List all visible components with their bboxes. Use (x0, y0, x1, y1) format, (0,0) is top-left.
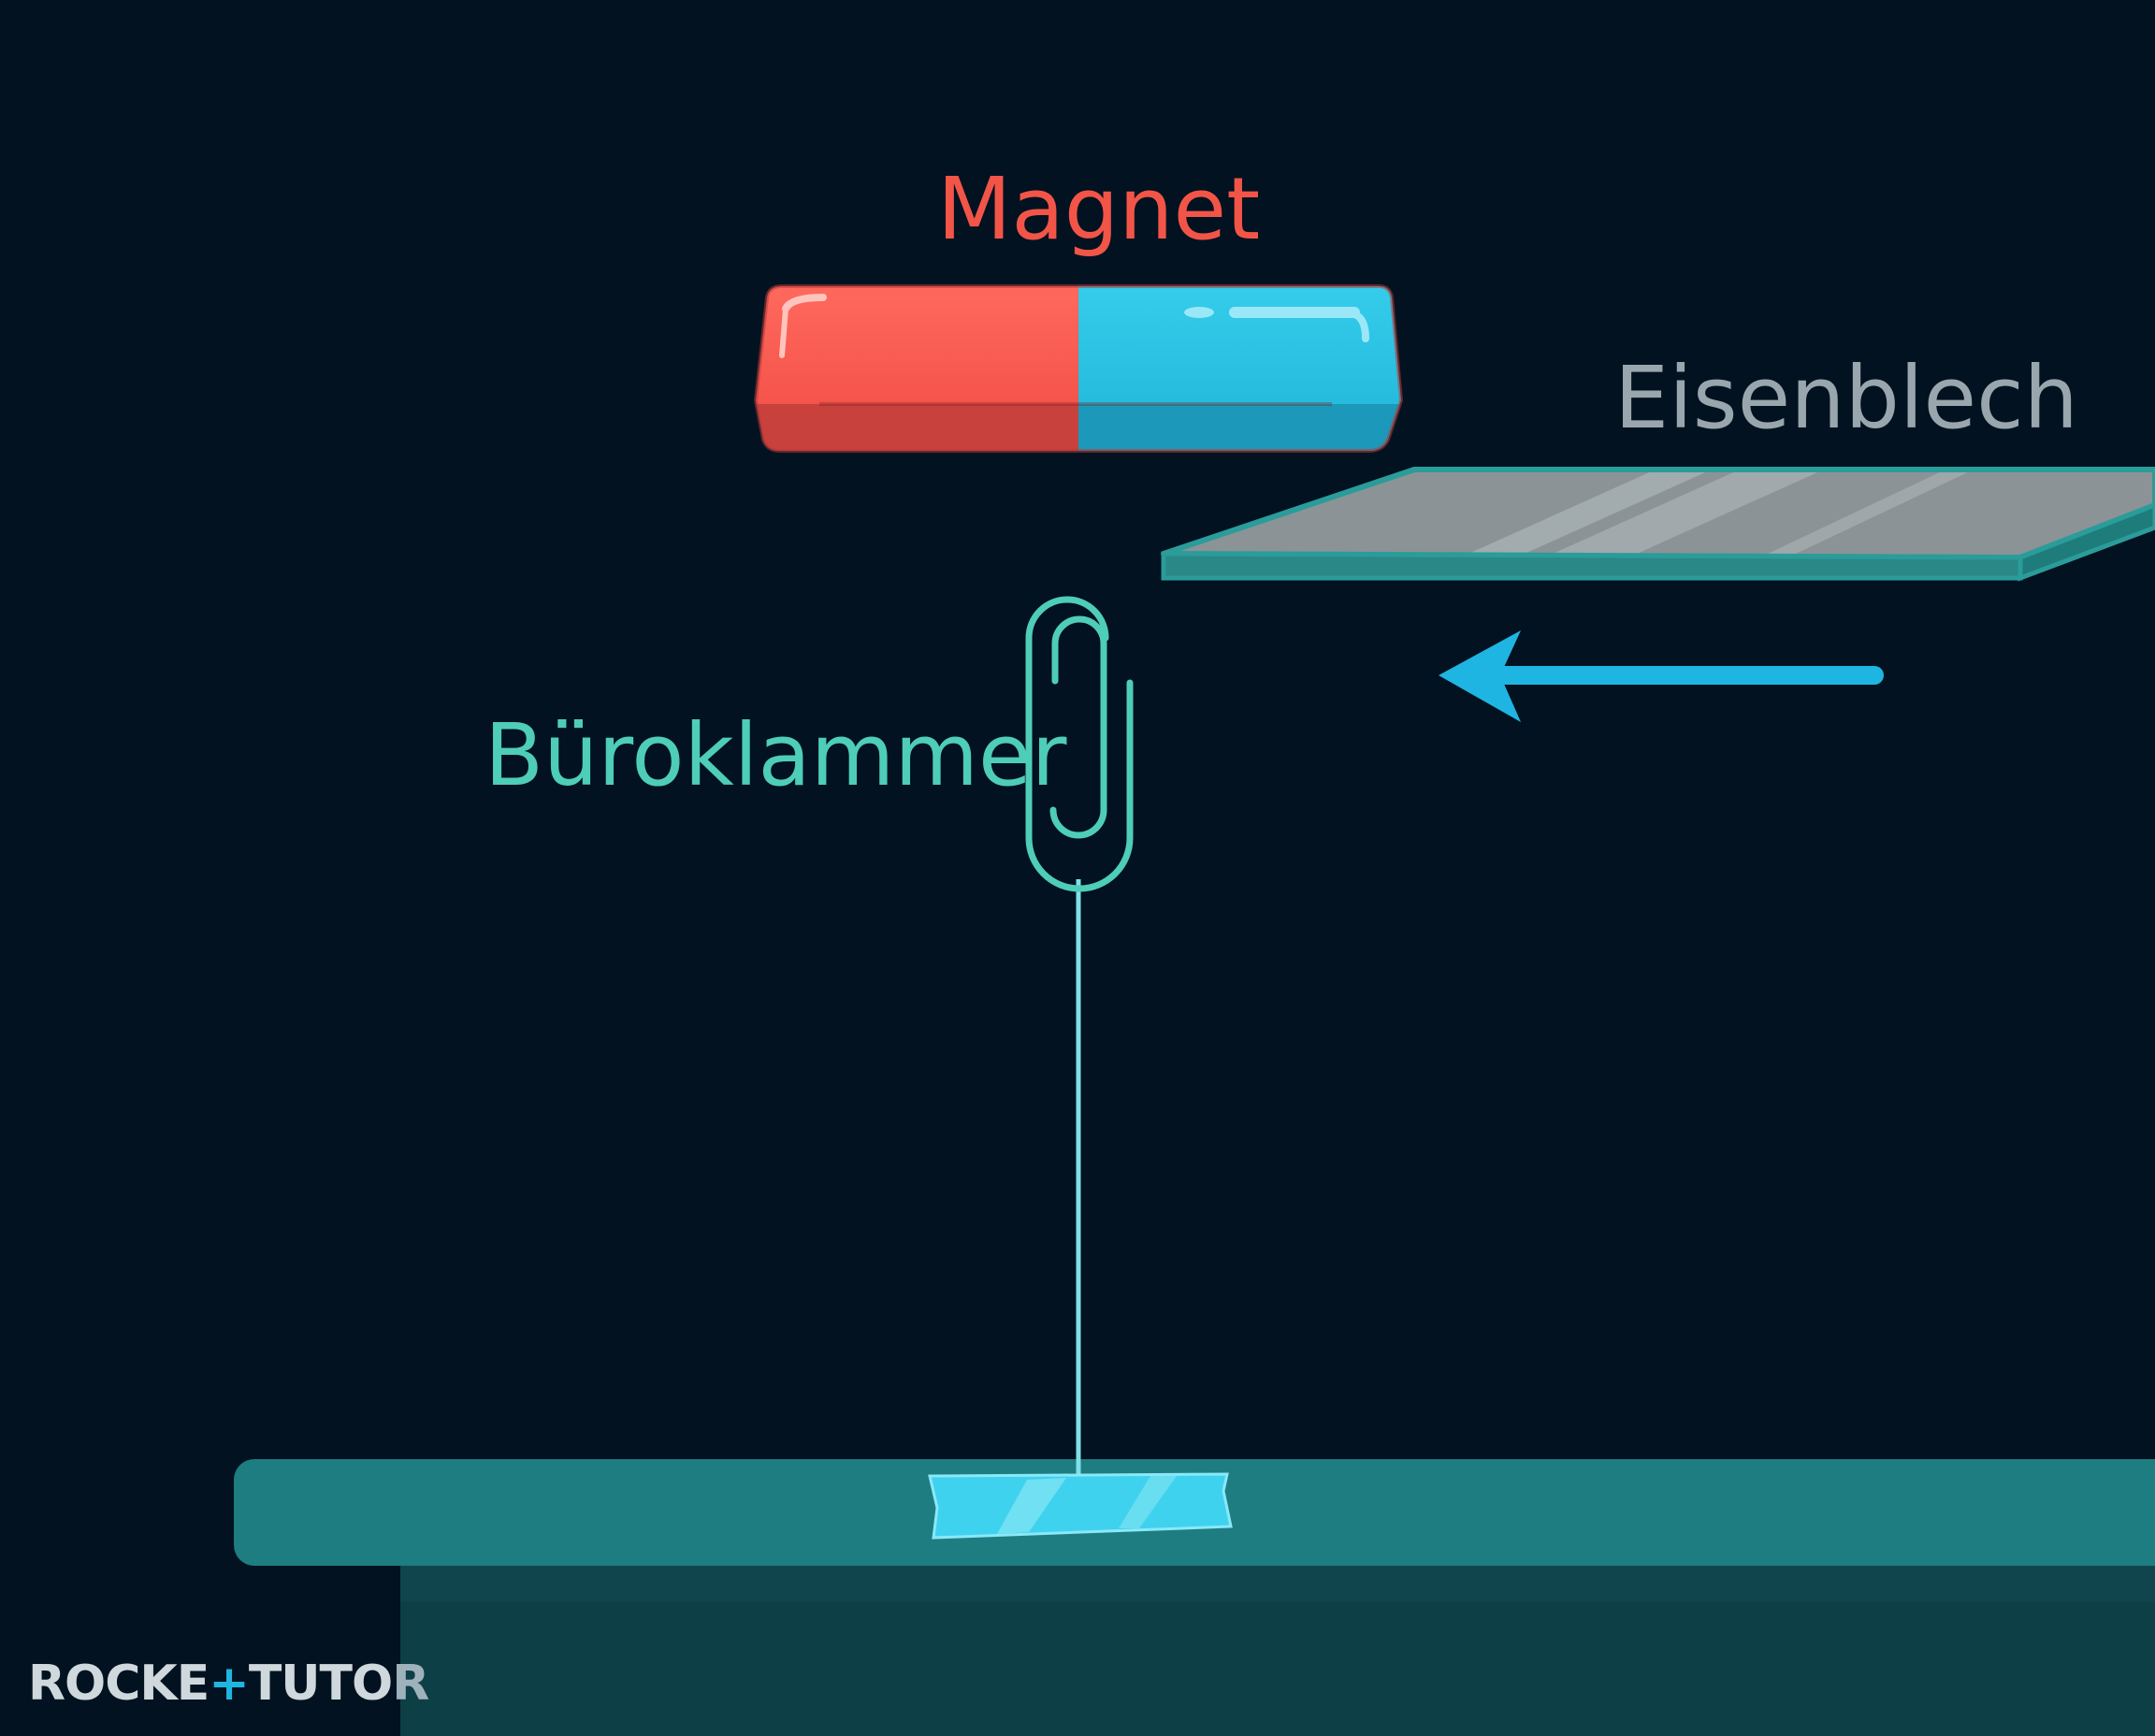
iron-sheet-label: Eisenblech (1614, 348, 2078, 448)
brand-part-1: ROCKE (28, 1656, 210, 1712)
brand-part-2: + (209, 1656, 250, 1712)
brand-logo: ROCKE+TUTOR (28, 1656, 429, 1712)
paperclip (1025, 596, 1134, 892)
brand-part-4: R (392, 1656, 429, 1712)
table-body-shade (400, 1601, 2155, 1736)
magnet-label: Magnet (937, 159, 1261, 259)
bar-magnet (753, 284, 1404, 453)
tape (928, 1472, 1233, 1540)
paperclip-label: Büroklammer (485, 705, 1067, 805)
iron-sheet (1161, 467, 2155, 582)
motion-arrow (1439, 630, 1884, 722)
brand-part-3: TUTO (248, 1656, 393, 1712)
